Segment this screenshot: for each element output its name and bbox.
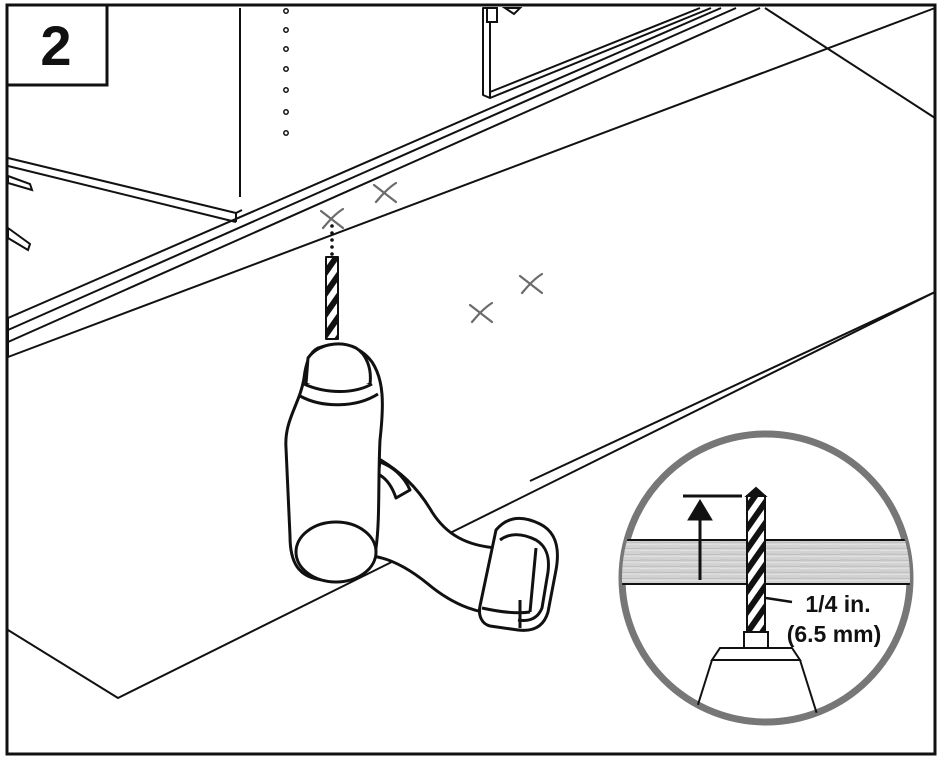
shelf-pin-holes [283,8,289,136]
bit-size-metric: (6.5 mm) [787,621,882,647]
drill-bit-icon [325,256,339,340]
depth-callout: 1/4 in. (6.5 mm) [618,430,914,726]
arrow-up-icon [683,494,742,580]
drill-icon [284,256,559,632]
drill-path-dots [330,224,334,256]
cabinet-structure [7,7,936,699]
step-number: 2 [40,14,71,77]
step-badge: 2 [5,3,109,87]
bit-size-imperial: 1/4 in. [805,591,870,617]
callout-leader-line [765,596,793,604]
pilot-hole-mark-icon [319,181,544,324]
hinge-brackets [7,7,523,252]
